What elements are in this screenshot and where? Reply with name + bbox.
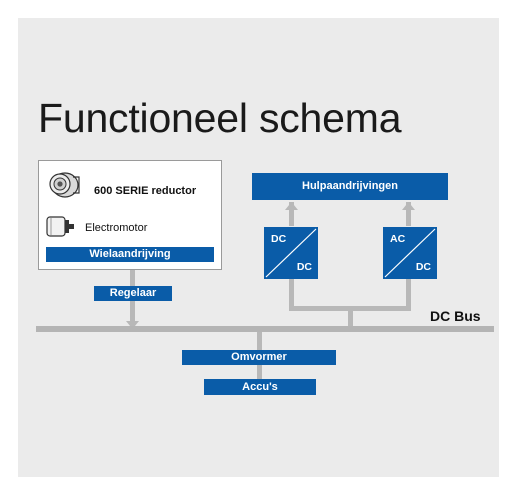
diagonal-divider-icon: [265, 228, 317, 278]
connector-inverter-battery: [257, 364, 262, 380]
connector-converters-bus: [348, 306, 353, 328]
arrow-down-icon: [126, 321, 139, 329]
connector-acdc-aux: [406, 202, 411, 226]
arrow-up-icon: [402, 202, 415, 210]
dcdc-input-label: DC: [271, 233, 287, 245]
inverter-block: Omvormer: [182, 350, 336, 365]
acdc-input-label: AC: [390, 233, 406, 245]
connector-dcdc-down: [289, 278, 294, 311]
motor-label: Electromotor: [85, 222, 148, 234]
dcdc-output-label: DC: [296, 261, 312, 273]
diagonal-divider-icon: [384, 228, 436, 278]
connector-acdc-down: [406, 278, 411, 311]
dcdc-converter-block: DC DC: [264, 227, 318, 279]
wheel-drive-module: 600 SERIE reductor Electromotor Wielaand…: [38, 160, 222, 270]
acdc-output-label: DC: [415, 261, 431, 273]
dc-bus-label: DC Bus: [430, 308, 481, 324]
battery-block: Accu's: [204, 379, 316, 395]
acdc-converter-block: AC DC: [383, 227, 437, 279]
connector-card-controller: [130, 270, 135, 288]
connector-bus-inverter: [257, 331, 262, 351]
connector-controller-bus: [130, 301, 135, 327]
wheel-drive-block: Wielaandrijving: [46, 247, 214, 262]
connector-dcdc-aux: [289, 202, 294, 226]
controller-block: Regelaar: [94, 286, 172, 301]
dc-bus-line: [36, 326, 494, 332]
gearbox-icon: [46, 168, 84, 200]
motor-icon: [46, 214, 76, 240]
aux-drives-block: Hulpaandrijvingen: [252, 173, 448, 200]
gearbox-label: 600 SERIE reductor: [94, 185, 197, 197]
diagram-title: Functioneel schema: [38, 95, 402, 141]
arrow-up-icon: [285, 202, 298, 210]
